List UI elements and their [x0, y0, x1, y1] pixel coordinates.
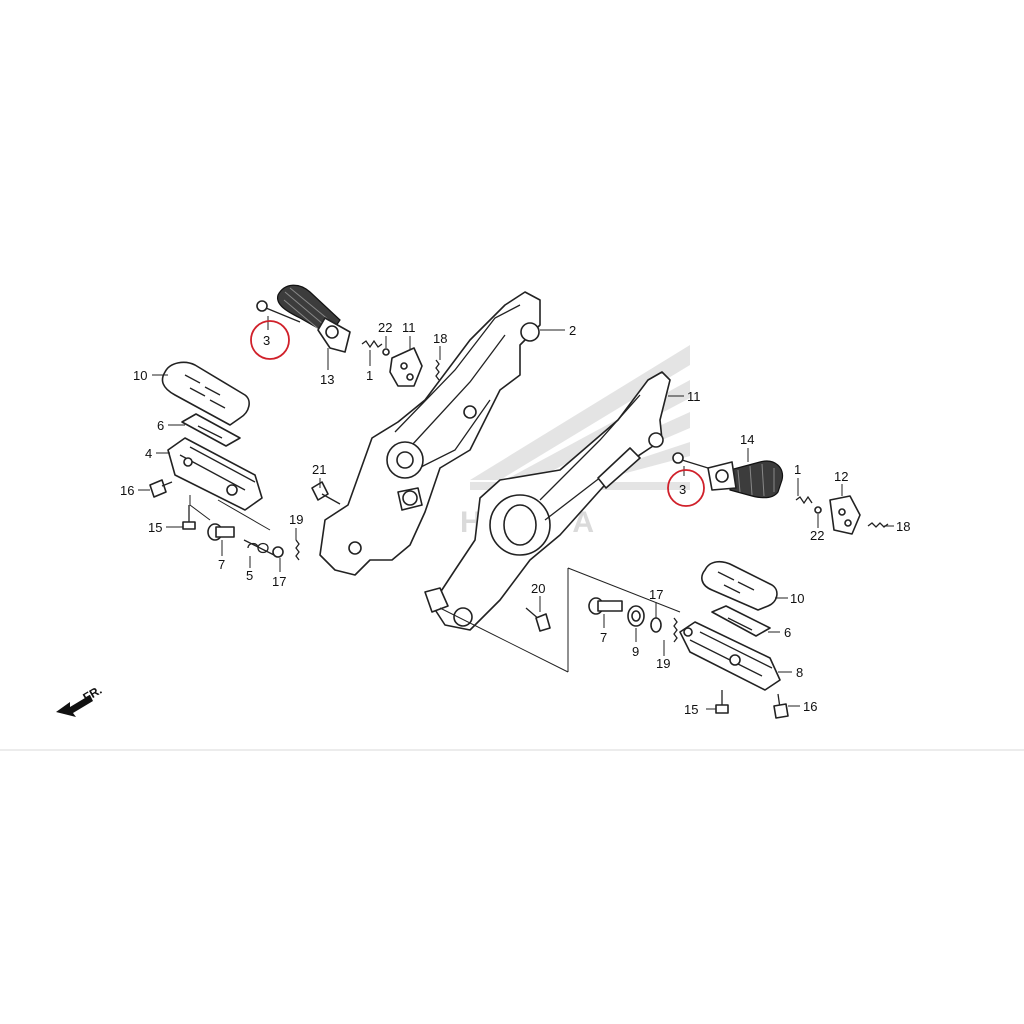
highlight-circle [250, 320, 290, 360]
callout-label: 2 [569, 323, 576, 338]
right-assembly-guide [439, 567, 681, 673]
left-cotter-pin [435, 359, 440, 381]
callout-label: 15 [148, 520, 162, 535]
left-return-spring-coil [243, 539, 277, 557]
right-washer [650, 617, 662, 633]
callout-label: 3 [263, 333, 270, 348]
callout-label: 1 [794, 462, 801, 477]
right-mount-bolt [715, 690, 729, 714]
right-rubber-plate [711, 605, 771, 637]
callout-label: 14 [740, 432, 754, 447]
callout-label: 3 [679, 482, 686, 497]
callout-label: 19 [289, 512, 303, 527]
left-assembly-guide [189, 495, 271, 531]
left-footpeg-step [167, 437, 263, 511]
right-footpeg-step [679, 621, 781, 691]
callout-label: 9 [632, 644, 639, 659]
left-split-pin [295, 539, 300, 561]
right-bracket-bolt [525, 607, 551, 632]
right-rear-footpeg [707, 460, 784, 499]
callout-label: 13 [320, 372, 334, 387]
right-spring-small [795, 495, 813, 505]
left-rubber-plate [181, 413, 241, 447]
callout-label: 11 [402, 320, 416, 335]
right-footpeg-rubber [701, 560, 778, 611]
right-peg-pin [672, 452, 709, 469]
bracket-bolt [311, 481, 341, 505]
callout-label: 8 [796, 665, 803, 680]
left-small-bolt [149, 479, 173, 498]
left-pivot-pin [207, 523, 235, 541]
callout-label: 22 [810, 528, 824, 543]
callout-label: 11 [687, 389, 701, 404]
right-return-spring [627, 605, 645, 627]
callout-label: 22 [378, 320, 392, 335]
callout-labels: 3 13 22 1 11 18 2 10 6 4 16 15 7 5 17 19… [120, 320, 910, 717]
callout-label: 1 [366, 368, 373, 383]
callout-label: 19 [656, 656, 670, 671]
right-pivot-pin [588, 597, 623, 615]
callout-label: 20 [531, 581, 545, 596]
callout-label: 4 [145, 446, 152, 461]
left-footpeg-bracket [319, 291, 541, 576]
leader-lines [138, 316, 894, 710]
callout-label: 15 [684, 702, 698, 717]
callout-label: 6 [784, 625, 791, 640]
left-washer [272, 546, 284, 558]
callout-label: 5 [246, 568, 253, 583]
callout-label: 7 [600, 630, 607, 645]
left-rear-footpeg [276, 284, 351, 353]
callout-label: 10 [133, 368, 147, 383]
right-small-bolt [773, 693, 789, 719]
callout-label: 6 [157, 418, 164, 433]
callout-label: 18 [896, 519, 910, 534]
left-peg-plate [389, 347, 423, 387]
left-footpeg-rubber [161, 361, 250, 426]
right-detent-ball [814, 506, 822, 514]
left-spring-small [361, 339, 383, 349]
callout-label: 16 [120, 483, 134, 498]
callout-label: 17 [272, 574, 286, 589]
left-return-spring [247, 542, 269, 554]
highlight-circle [667, 469, 705, 507]
callout-label: 17 [649, 587, 663, 602]
right-footpeg-bracket [424, 371, 671, 631]
right-peg-plate [829, 495, 861, 535]
left-detent-ball [382, 348, 390, 356]
left-mount-bolt [182, 505, 196, 530]
callout-label: 12 [834, 469, 848, 484]
left-peg-pin [256, 300, 301, 323]
right-split-pin [673, 617, 678, 643]
callout-label: 18 [433, 331, 447, 346]
front-direction-indicator: FR. [56, 683, 104, 717]
callout-label: 10 [790, 591, 804, 606]
callout-label: 21 [312, 462, 326, 477]
arrow-left-icon [56, 695, 93, 717]
callout-label: 16 [803, 699, 817, 714]
callout-label: 7 [218, 557, 225, 572]
